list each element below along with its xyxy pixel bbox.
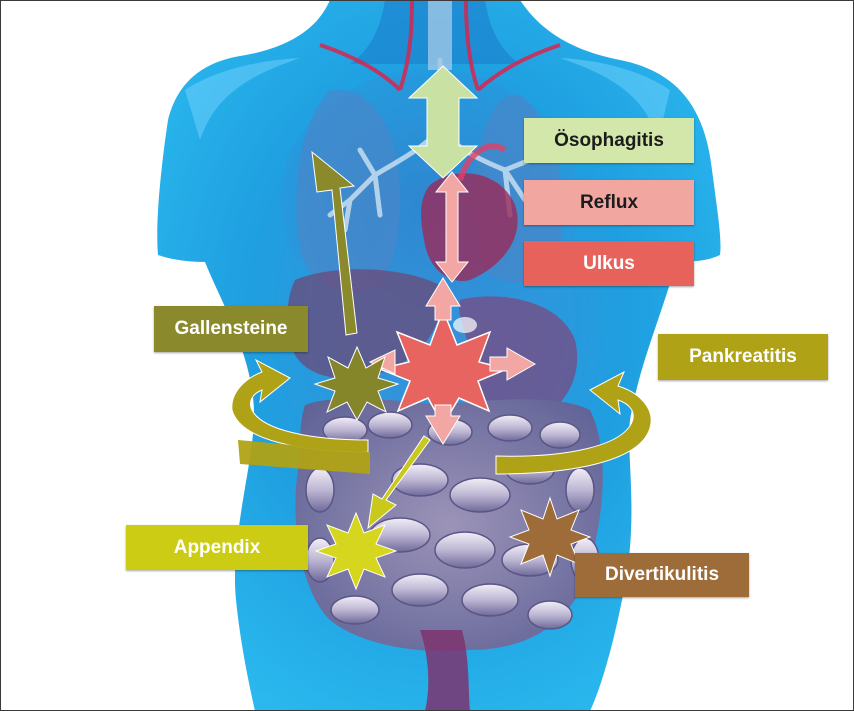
gallensteine-label: Gallensteine xyxy=(154,306,308,352)
stomach-highlight xyxy=(453,317,477,333)
pankreatitis-curve-right xyxy=(495,370,652,475)
gallensteine-arrow xyxy=(311,150,358,336)
ulkus-arrow-up xyxy=(425,277,461,321)
oesophagitis-label: Ösophagitis xyxy=(524,118,694,163)
pankreatitis-band-left xyxy=(238,440,370,474)
lung-left xyxy=(296,89,400,292)
blood-vessels xyxy=(319,0,561,92)
pankreatitis-label: Pankreatitis xyxy=(658,334,828,380)
oesophagitis-double-arrow xyxy=(407,65,479,179)
shoulder-highlight-left xyxy=(185,58,300,140)
pankreatitis-curve-left xyxy=(231,358,369,453)
divertikulitis-star xyxy=(508,496,592,578)
appendix-arrow xyxy=(367,435,431,530)
appendix-star xyxy=(314,511,398,591)
ulkus-arrow-down xyxy=(425,404,461,445)
reflux-double-arrow xyxy=(434,171,470,283)
appendix-label: Appendix xyxy=(126,525,308,570)
ulkus-arrow-right xyxy=(489,347,537,381)
shoulder-highlight-right xyxy=(560,58,670,140)
heart-vessel xyxy=(457,143,507,182)
ulkus-label: Ulkus xyxy=(524,241,694,286)
gallensteine-star xyxy=(313,345,400,422)
intestine-coils xyxy=(305,411,600,630)
trachea xyxy=(428,0,452,70)
reflux-label: Reflux xyxy=(524,180,694,225)
rectum xyxy=(420,630,470,711)
liver xyxy=(287,269,441,379)
heart xyxy=(421,173,518,281)
divertikulitis-label: Divertikulitis xyxy=(575,553,749,597)
